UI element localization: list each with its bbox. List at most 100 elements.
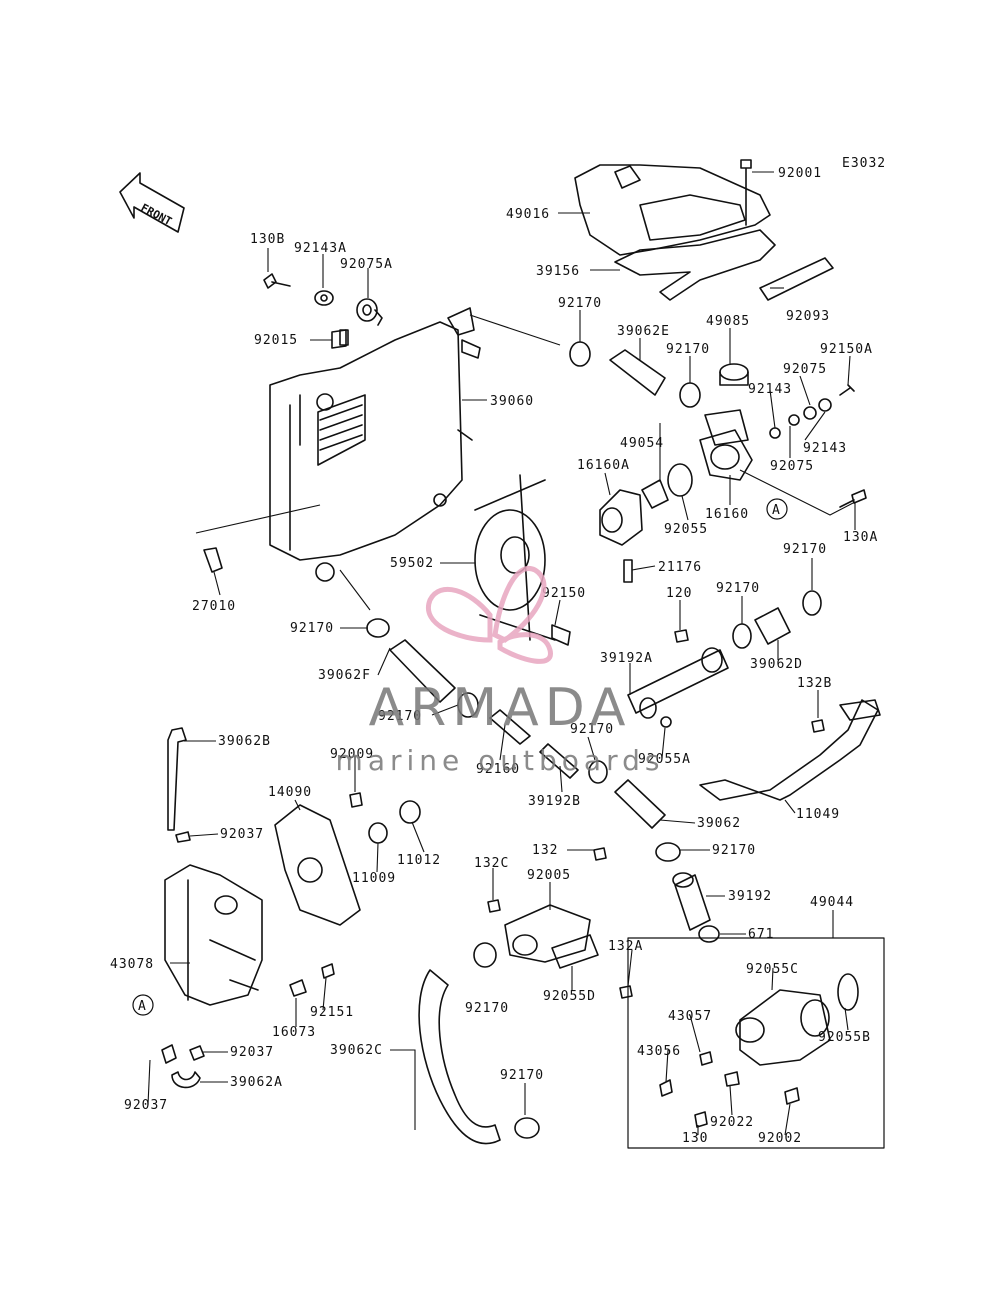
plug-part-21176 — [623, 559, 633, 583]
part-label-92075A: 92075A — [340, 257, 393, 272]
callout-a-upper: A — [766, 498, 788, 520]
part-label-49054: 49054 — [620, 436, 664, 451]
pipe-part-39192A — [627, 647, 729, 719]
part-label-92170-d: 92170 — [716, 581, 760, 596]
part-label-43056: 43056 — [637, 1044, 681, 1059]
part-label-92055C: 92055C — [746, 962, 799, 977]
plug-part-11009 — [368, 822, 388, 844]
clip-part-16073 — [289, 979, 307, 997]
part-label-39062D: 39062D — [750, 657, 803, 672]
part-label-92055A: 92055A — [638, 752, 691, 767]
part-label-132: 132 — [532, 843, 558, 858]
leader-lines — [147, 171, 856, 1136]
part-label-59502: 59502 — [390, 556, 434, 571]
part-label-39062F: 39062F — [318, 668, 371, 683]
watermark-brand: ARMADA — [369, 678, 632, 738]
part-label-43057: 43057 — [668, 1009, 712, 1024]
thermostat-part-49054 — [641, 463, 693, 509]
part-label-39192A: 39192A — [600, 651, 653, 666]
hose-part-39062C — [418, 942, 540, 1145]
part-label-92150: 92150 — [542, 586, 586, 601]
part-label-132C: 132C — [474, 856, 509, 871]
part-label-11009: 11009 — [352, 871, 396, 886]
part-label-21176: 21176 — [658, 560, 702, 575]
hose-part-39062A — [161, 1044, 205, 1089]
part-label-92170-a: 92170 — [558, 296, 602, 311]
oring-part-671 — [698, 925, 720, 943]
bolt-part-130A — [839, 489, 867, 508]
reservoir-part-43078 — [164, 864, 263, 1006]
radiator-part-39060 — [269, 307, 481, 582]
part-label-49085: 49085 — [706, 314, 750, 329]
part-label-92150A: 92150A — [820, 342, 873, 357]
bolt-part-92151 — [321, 963, 335, 979]
bracket-part-11049 — [699, 699, 881, 801]
bolt-part-132C — [487, 899, 501, 913]
part-label-120: 120 — [666, 586, 692, 601]
part-label-92143-a: 92143 — [748, 382, 792, 397]
part-label-671: 671 — [748, 927, 774, 942]
part-label-27010: 27010 — [192, 599, 236, 614]
part-label-16160A: 16160A — [577, 458, 630, 473]
cover-part-49016 — [574, 164, 771, 256]
part-label-92055: 92055 — [664, 522, 708, 537]
part-label-39062C: 39062C — [330, 1043, 383, 1058]
part-label-92037-b: 92037 — [230, 1045, 274, 1060]
part-label-14090: 14090 — [268, 785, 312, 800]
cap-part-49085 — [719, 363, 749, 386]
bolt-part-132A — [619, 985, 633, 999]
part-label-43078: 43078 — [110, 957, 154, 972]
part-label-92170-b: 92170 — [666, 342, 710, 357]
grommet-part-92143A — [314, 290, 334, 306]
part-label-39156: 39156 — [536, 264, 580, 279]
fan-part-59502 — [474, 474, 571, 646]
housing-part-16160 — [699, 409, 753, 481]
bolt-part-92009 — [349, 792, 363, 808]
bolt-part-132 — [593, 847, 607, 861]
cap-part-11012 — [399, 800, 421, 824]
gasket-part-92055D — [551, 934, 599, 969]
oring-part-92055A — [660, 716, 672, 728]
part-label-130A: 130A — [843, 530, 878, 545]
part-label-132A: 132A — [608, 939, 643, 954]
bolt-part-130B — [263, 273, 291, 289]
part-label-92160: 92160 — [476, 762, 520, 777]
front-label: FRONT — [139, 201, 175, 228]
part-label-92143-b: 92143 — [803, 441, 847, 456]
part-label-39062A: 39062A — [230, 1075, 283, 1090]
bolt-part-120 — [674, 629, 689, 643]
part-label-92055B: 92055B — [818, 1030, 871, 1045]
part-label-92037-c: 92037 — [124, 1098, 168, 1113]
part-label-92170-c: 92170 — [783, 542, 827, 557]
sleeve-part-92160 — [489, 709, 531, 745]
clip-part-92037-upper — [175, 831, 191, 843]
part-label-92001: 92001 — [778, 166, 822, 181]
part-label-92002: 92002 — [758, 1131, 802, 1146]
part-label-92005: 92005 — [527, 868, 571, 883]
cover-part-14090 — [274, 804, 361, 926]
part-label-130: 130 — [682, 1131, 708, 1146]
part-label-49044: 49044 — [810, 895, 854, 910]
part-label-92055D: 92055D — [543, 989, 596, 1004]
part-label-92075-a: 92075 — [783, 362, 827, 377]
housing-part-16160A — [599, 489, 643, 546]
part-label-39062B: 39062B — [218, 734, 271, 749]
part-label-39192B: 39192B — [528, 794, 581, 809]
part-label-92037-a: 92037 — [220, 827, 264, 842]
clip-part-92015 — [331, 329, 347, 349]
hose-part-39062B — [167, 727, 187, 831]
gasket-part-39156 — [614, 229, 776, 301]
callout-a-lower: A — [132, 994, 154, 1016]
front-arrow: FRONT — [119, 172, 185, 233]
sensor-part-27010 — [203, 547, 223, 573]
part-label-49016: 49016 — [506, 207, 550, 222]
hose-part-39062D — [732, 590, 822, 649]
part-label-92170-f: 92170 — [378, 709, 422, 724]
cover-part-92005 — [504, 904, 591, 963]
part-label-92170-i: 92170 — [465, 1001, 509, 1016]
part-label-92170-e: 92170 — [290, 621, 334, 636]
bolt-part-132B — [811, 719, 825, 733]
hose-part-39062E — [609, 349, 666, 396]
